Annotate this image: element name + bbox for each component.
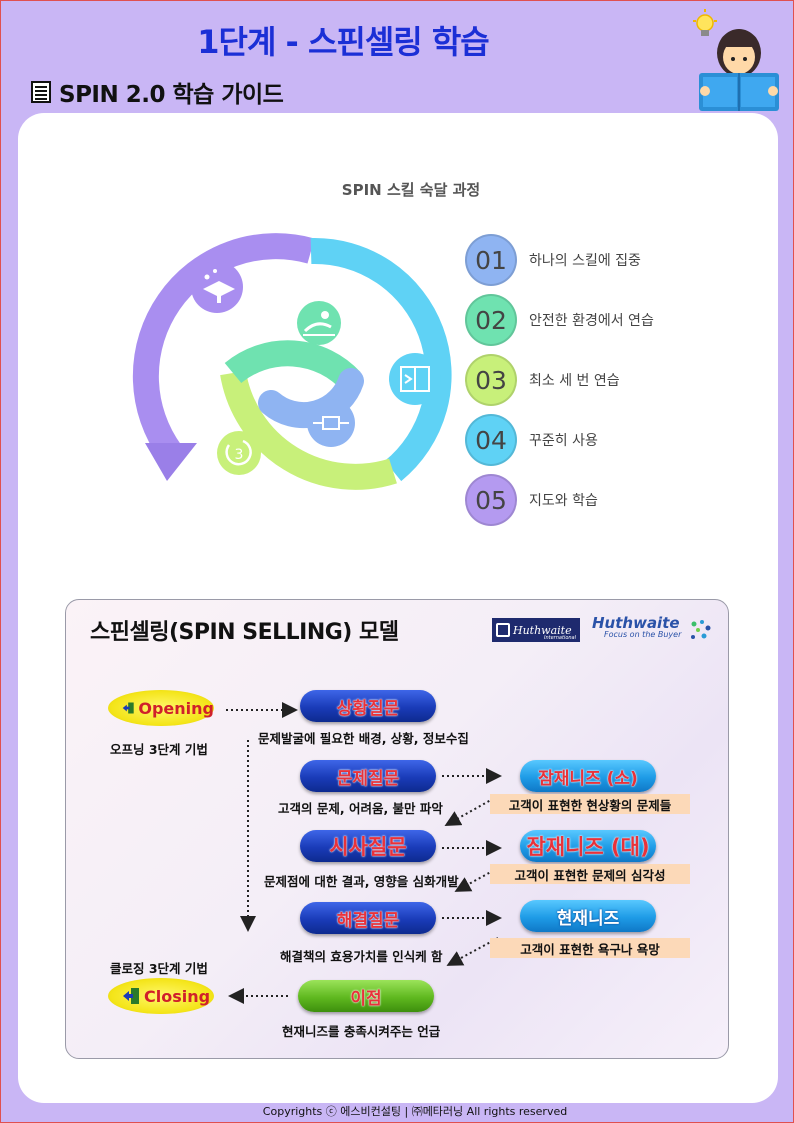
spiral-arrowhead <box>145 443 197 481</box>
logo-name: Huthwaite <box>513 623 572 637</box>
step-number: 01 <box>465 234 517 286</box>
shift-arrows-icon <box>389 353 441 405</box>
mastery-step-02: 02 안전한 환경에서 연습 <box>465 293 725 347</box>
logo-name: Huthwaite <box>592 614 680 632</box>
implication-question-caption: 문제점에 대한 결과, 영향을 심화개발 <box>264 874 459 889</box>
practice-person-icon <box>297 301 341 345</box>
mastery-step-04: 04 꾸준히 사용 <box>465 413 725 467</box>
spiral-segment-05 <box>132 233 315 461</box>
spiral-segment-04 <box>310 237 452 482</box>
opening-caption: 오프닝 3단계 기법 <box>110 742 208 757</box>
section-heading-text: SPIN 2.0 학습 가이드 <box>59 82 284 108</box>
problem-question-caption: 고객의 문제, 어려움, 불만 파악 <box>278 801 443 816</box>
huthwaite-focus-logo: Huthwaite Focus on the Buyer <box>592 614 714 648</box>
mastery-step-01: 01 하나의 스킬에 집중 <box>465 233 725 287</box>
implied-need-small-caption: 고객이 표현한 현상황의 문제들 <box>490 794 690 814</box>
implied-need-large-caption: 고객이 표현한 문제의 심각성 <box>490 864 690 884</box>
huthwaite-mark-icon <box>496 623 510 637</box>
step-text: 하나의 스킬에 집중 <box>529 253 641 269</box>
circuit-node-icon <box>307 399 355 447</box>
svg-text:3: 3 <box>235 447 244 463</box>
repeat-three-icon: 3 <box>217 431 261 475</box>
step-text: 지도와 학습 <box>529 493 598 509</box>
implied-need-large-pill: 잠재니즈 (대) <box>520 830 656 862</box>
exit-door-icon <box>123 988 139 1004</box>
page-title: 1단계 - 스핀셀링 학습 <box>197 23 490 61</box>
explicit-need-caption: 고객이 표현한 욕구나 욕망 <box>490 938 690 958</box>
need-payoff-question-pill: 해결질문 <box>300 902 436 934</box>
opening-label: Opening <box>138 698 214 718</box>
benefit-pill: 이점 <box>298 980 434 1012</box>
closing-caption: 클로징 3단계 기법 <box>110 961 208 976</box>
section-heading: SPIN 2.0 학습 가이드 <box>31 77 284 108</box>
mastery-step-03: 03 최소 세 번 연습 <box>465 353 725 407</box>
spin-mastery-spiral: 3 <box>132 233 452 490</box>
closing-badge: Closing <box>108 978 214 1014</box>
student-reading-mascot-icon <box>693 9 779 111</box>
explicit-need-pill: 현재니즈 <box>520 900 656 932</box>
dots-cluster-icon <box>691 620 711 639</box>
closing-label: Closing <box>144 986 211 1006</box>
step-number: 02 <box>465 294 517 346</box>
spiral-segment-03 <box>220 370 397 490</box>
lightbulb-icon <box>693 9 717 36</box>
situation-question-pill: 상황질문 <box>300 690 436 722</box>
logo-sub: International <box>544 635 576 641</box>
step-text: 최소 세 번 연습 <box>529 373 620 389</box>
opening-badge: Opening <box>108 690 214 726</box>
model-title: 스핀셀링(SPIN SELLING) 모델 <box>90 620 399 645</box>
implication-question-pill: 시사질문 <box>300 830 436 862</box>
step-text: 꾸준히 사용 <box>529 433 598 449</box>
spiral-segment-02 <box>224 340 361 391</box>
situation-question-caption: 문제발굴에 필요한 배경, 상황, 정보수집 <box>258 731 469 746</box>
spin-selling-model-panel: 스핀셀링(SPIN SELLING) 모델 Huthwaite Internat… <box>65 599 729 1059</box>
step-number: 04 <box>465 414 517 466</box>
implied-need-small-pill: 잠재니즈 (소) <box>520 760 656 792</box>
step-number: 05 <box>465 474 517 526</box>
step-number: 03 <box>465 354 517 406</box>
step-text: 안전한 환경에서 연습 <box>529 313 654 329</box>
graduation-cap-icon <box>191 261 243 313</box>
spiral-title: SPIN 스킬 숙달 과정 <box>341 181 481 199</box>
need-payoff-question-caption: 해결책의 효용가치를 인식케 함 <box>280 949 443 964</box>
problem-question-pill: 문제질문 <box>300 760 436 792</box>
document-list-icon <box>31 81 51 103</box>
mastery-step-05: 05 지도와 학습 <box>465 473 725 527</box>
logo-tagline: Focus on the Buyer <box>604 630 682 639</box>
copyright-footer: Copyrights ⓒ 에스비컨설팅 | ㈜메타러닝 All rights r… <box>262 1105 568 1118</box>
exit-door-icon <box>122 702 134 714</box>
huthwaite-international-logo: Huthwaite International <box>492 618 580 642</box>
benefit-caption: 현재니즈를 충족시켜주는 언급 <box>282 1024 441 1039</box>
